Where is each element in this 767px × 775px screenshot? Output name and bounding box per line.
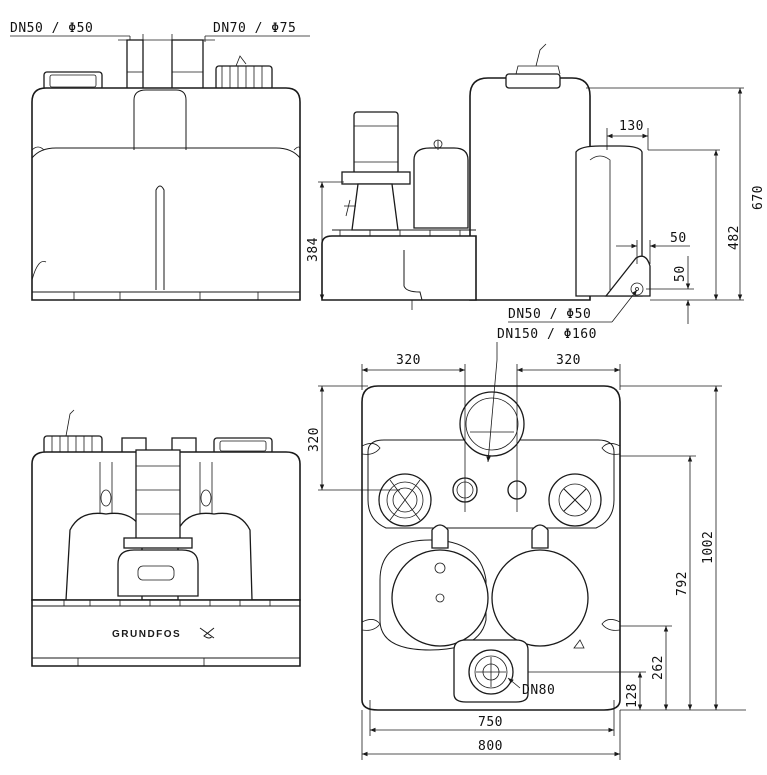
- label-320-vertical: 320: [307, 427, 322, 452]
- grundfos-logo-icon: [199, 627, 215, 639]
- label-384: 384: [306, 237, 321, 262]
- label-dn50-side: DN50 / Φ50: [508, 307, 591, 322]
- plan-view-bottom-right: DN150 / Φ160 320 320 320 1002 792 262 12…: [307, 327, 746, 760]
- label-dn80: DN80: [522, 683, 555, 698]
- label-320-right: 320: [556, 353, 581, 368]
- label-750: 750: [478, 715, 503, 730]
- label-792: 792: [675, 571, 690, 596]
- label-1002: 1002: [701, 531, 716, 564]
- label-262: 262: [651, 655, 666, 680]
- label-dn70-top: DN70 / Φ75: [213, 21, 296, 36]
- label-50-vertical: 50: [673, 265, 688, 282]
- side-view-top-right: 130 670 482 384 50 50 DN50 / Φ50: [306, 43, 766, 324]
- label-130: 130: [619, 119, 644, 134]
- label-128: 128: [625, 683, 640, 708]
- front-view-top-left: DN50 / Φ50 DN70 / Φ75: [10, 21, 310, 301]
- label-800: 800: [478, 739, 503, 754]
- label-320-left: 320: [396, 353, 421, 368]
- ribbed-cover-top: [221, 66, 263, 90]
- front-view-bottom-left: GRUNDFOS: [31, 409, 301, 667]
- label-482: 482: [727, 225, 742, 250]
- brand-label: GRUNDFOS: [112, 629, 181, 640]
- label-670: 670: [751, 185, 766, 210]
- label-dn150: DN150 / Φ160: [497, 327, 597, 342]
- label-50-horizontal: 50: [670, 231, 687, 246]
- label-dn50-top: DN50 / Φ50: [10, 21, 93, 36]
